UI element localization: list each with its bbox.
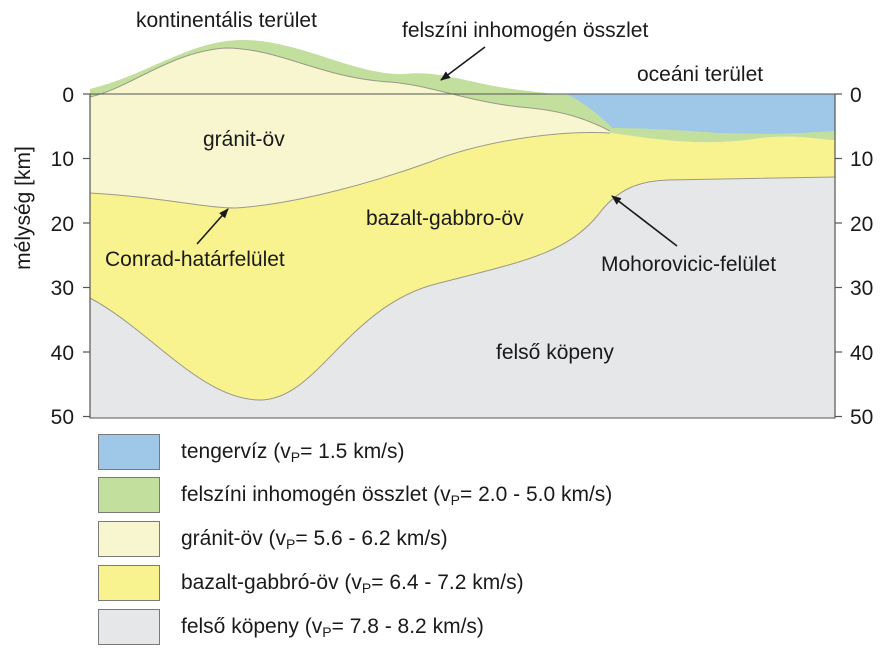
label-conrad: Conrad-határfelület [105,248,285,271]
legend-label-sediment: felszíni inhomogén összlet (vP= 2.0 - 5.… [181,483,612,508]
right-tick-50: 50 [850,406,873,429]
legend-label-mantle: felső köpeny (vP= 7.8 - 8.2 km/s) [181,615,484,640]
left-tick-30: 30 [51,277,74,300]
right-tick-40: 40 [850,342,873,365]
legend-item-sediment: felszíni inhomogén összlet (vP= 2.0 - 5.… [98,475,612,515]
label-oceanic: oceáni terület [637,63,763,86]
legend-item-basalt: bazalt-gabbró-öv (vP= 6.4 - 7.2 km/s) [98,563,524,603]
legend-swatch-mantle [98,609,160,645]
left-axis [83,94,90,418]
left-tick-10: 10 [51,148,74,171]
legend-swatch-basalt [98,565,160,601]
legend-swatch-granite [98,521,160,557]
right-tick-0: 0 [850,84,862,107]
right-tick-labels: 0 10 20 30 40 50 [850,84,873,429]
legend-item-seawater: tengervíz (vP= 1.5 km/s) [98,432,405,472]
legend-label-granite: gránit-öv (vP= 5.6 - 6.2 km/s) [181,527,448,552]
right-axis [835,94,842,418]
left-tick-20: 20 [51,213,74,236]
label-surface-sediment: felszíni inhomogén összlet [402,19,648,42]
right-tick-10: 10 [850,148,873,171]
legend-label-basalt: bazalt-gabbró-öv (vP= 6.4 - 7.2 km/s) [181,571,524,596]
legend-label-seawater: tengervíz (vP= 1.5 km/s) [181,440,405,465]
left-tick-40: 40 [51,342,74,365]
axis-title: mélység [km] [12,146,35,270]
label-continental: kontinentális terület [136,9,317,32]
label-granite: gránit-öv [203,128,285,151]
legend-swatch-seawater [98,434,160,470]
label-basalt: bazalt-gabbro-öv [366,207,524,230]
left-tick-0: 0 [62,84,74,107]
legend-swatch-sediment [98,477,160,513]
label-moho: Mohorovicic-felület [601,253,776,276]
left-tick-50: 50 [51,406,74,429]
legend-item-mantle: felső köpeny (vP= 7.8 - 8.2 km/s) [98,607,484,647]
arrow-sediment [441,47,485,80]
label-mantle: felső köpeny [496,341,614,364]
legend-item-granite: gránit-öv (vP= 5.6 - 6.2 km/s) [98,519,448,559]
right-tick-30: 30 [850,277,873,300]
right-tick-20: 20 [850,213,873,236]
left-tick-labels: 0 10 20 30 40 50 [51,84,74,429]
